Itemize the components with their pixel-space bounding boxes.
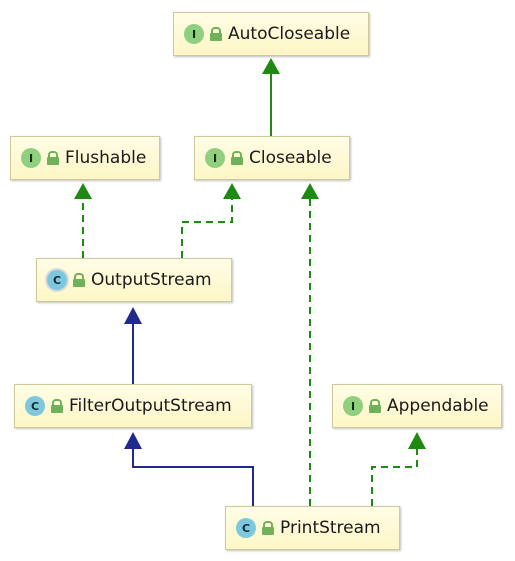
arrow-autocloseable (262, 58, 280, 74)
lock-icon (73, 273, 85, 287)
interface-icon: I (343, 396, 363, 416)
arrow-outputstream (124, 307, 142, 324)
node-closeable[interactable]: I Closeable (194, 136, 350, 180)
interface-icon: I (21, 148, 41, 168)
node-label: Appendable (387, 396, 489, 416)
node-label: Closeable (249, 148, 332, 168)
node-appendable[interactable]: I Appendable (332, 384, 502, 428)
edge-outputstream-closeable (181, 198, 233, 258)
lock-icon (51, 399, 63, 413)
node-label: AutoCloseable (228, 24, 351, 44)
edge-printstream-filteroutputstream (132, 448, 254, 506)
node-flushable[interactable]: I Flushable (10, 136, 160, 180)
interface-icon: I (205, 148, 225, 168)
arrow-flushable (74, 183, 92, 199)
node-outputstream[interactable]: C OutputStream (36, 258, 232, 302)
lock-icon (47, 151, 59, 165)
node-label: PrintStream (280, 518, 381, 538)
lock-icon (369, 399, 381, 413)
interface-icon: I (184, 24, 204, 44)
node-printstream[interactable]: C PrintStream (225, 506, 400, 550)
arrow-appendable (408, 432, 426, 449)
lock-icon (210, 27, 222, 41)
node-label: OutputStream (91, 270, 212, 290)
edge-printstream-appendable (371, 448, 418, 506)
lock-icon (262, 521, 274, 535)
abstract-class-icon: C (47, 270, 67, 290)
arrow-closeable-right (301, 183, 319, 199)
lock-icon (231, 151, 243, 165)
node-filteroutputstream[interactable]: C FilterOutputStream (14, 384, 252, 428)
node-label: Flushable (65, 148, 147, 168)
class-icon: C (236, 518, 256, 538)
node-autocloseable[interactable]: I AutoCloseable (173, 12, 369, 56)
node-label: FilterOutputStream (69, 396, 232, 416)
class-icon: C (25, 396, 45, 416)
arrow-closeable-left (223, 183, 241, 199)
arrow-filteroutputstream (124, 432, 142, 449)
